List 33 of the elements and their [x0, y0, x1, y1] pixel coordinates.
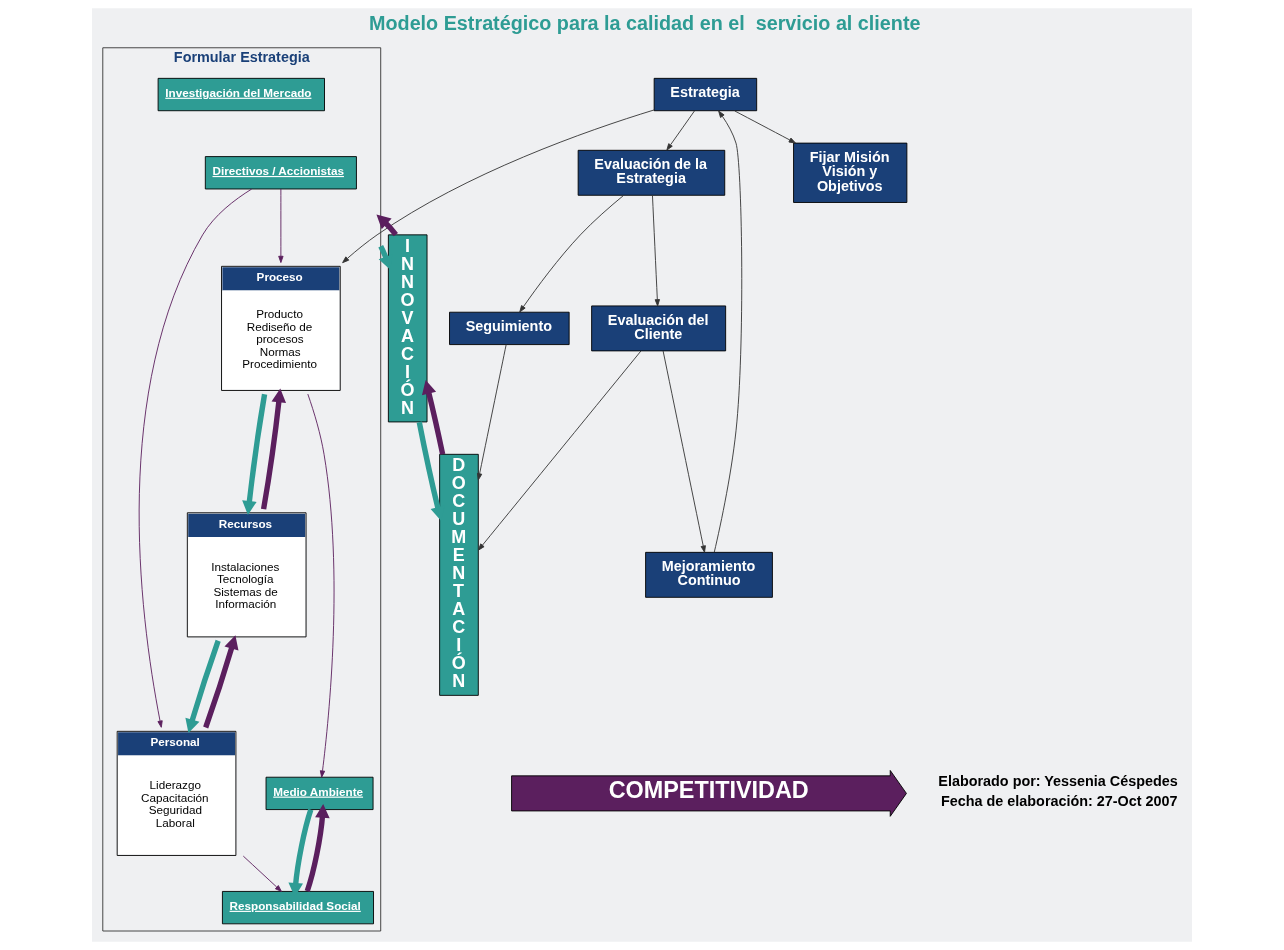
node-box: Medio Ambiente: [265, 776, 374, 811]
node-box: Fijar Misión Visión y Objetivos: [793, 142, 908, 203]
arrow: [477, 344, 507, 481]
arrow: [477, 350, 642, 551]
arrow: [662, 350, 706, 553]
arrow: [713, 110, 743, 553]
arrow: [260, 388, 287, 510]
arrow: [203, 635, 239, 729]
arrow: [734, 110, 796, 144]
arrow: [304, 803, 330, 892]
diagram-title: Modelo Estratégico para la calidad en el servicio al cliente: [369, 12, 921, 35]
node-box: Evaluación del Cliente: [591, 305, 727, 352]
node-box: Directivos / Accionistas: [204, 156, 357, 190]
node-box: Responsabilidad Social: [221, 890, 374, 925]
node-box: DOCUMENTACIÓN: [439, 453, 479, 696]
node-box: Estrategia: [653, 77, 758, 112]
node-box: Investigación del Mercado: [157, 77, 325, 112]
arrow: [278, 188, 284, 263]
label: Fecha de elaboración: 27-Oct 2007: [941, 792, 1178, 809]
arrow: [421, 380, 446, 455]
arrow: [185, 639, 221, 734]
arrow: [307, 393, 335, 778]
arrow: [242, 393, 268, 515]
node-box: INNOVACIÓN: [387, 234, 428, 423]
arrow: [666, 110, 695, 151]
node-box: Mejoramiento Continuo: [645, 551, 773, 598]
label: Elaborado por: Yessenia Céspedes: [938, 773, 1178, 790]
node-box: Evaluación de la Estrategia: [577, 149, 726, 196]
arrow: [242, 855, 282, 892]
arrow: [519, 194, 625, 313]
node-box: Seguimiento: [449, 311, 570, 346]
arrow: [138, 188, 253, 728]
arrow: [652, 194, 660, 307]
